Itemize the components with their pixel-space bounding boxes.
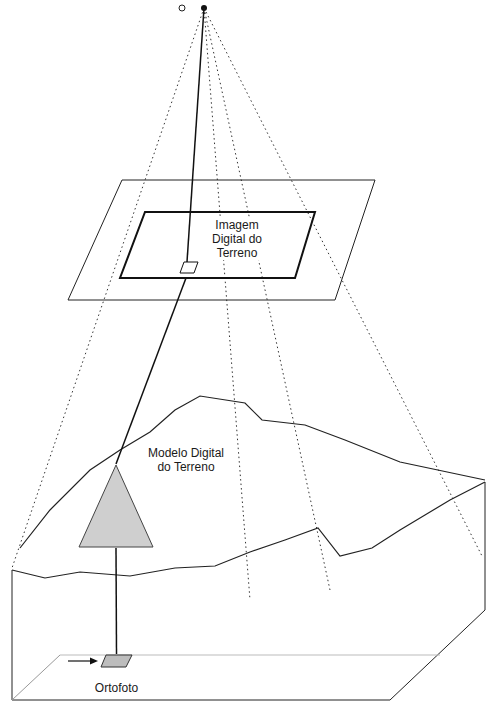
projection-ray [12, 8, 204, 568]
terrain-model-triangle: Modelo Digital do Terreno [78, 464, 154, 548]
image-plane-area: Imagem Digital do Terreno [120, 212, 315, 278]
image-frame [120, 212, 315, 278]
image-plane [68, 180, 375, 300]
block-inner-edge [12, 655, 60, 700]
block-edge [12, 570, 13, 700]
node-label: Imagem Digital do Terreno [200, 218, 274, 260]
terrain-block [12, 482, 485, 700]
projection-connector [115, 548, 117, 654]
orthophoto-pixel: Ortofoto [100, 654, 133, 668]
projection-ray [204, 8, 330, 590]
block-edge [485, 482, 486, 610]
image-pixel [180, 262, 198, 273]
node-label: Ortofoto [80, 681, 153, 695]
terrain-ridge [20, 396, 485, 548]
node-label: Modelo Digital do Terreno [140, 446, 232, 474]
projection-ray [204, 8, 250, 600]
projection-rays [12, 8, 482, 600]
projection-ray [204, 8, 482, 556]
orthophoto-pixel-outline [100, 654, 133, 668]
pointer-arrowhead [90, 658, 98, 665]
projection-centre-open [179, 5, 185, 11]
ortho-pixel-shape [101, 655, 132, 667]
terrain-triangle [79, 465, 153, 547]
terrain-profile [12, 482, 485, 578]
terrain-model-triangle-outline [78, 464, 154, 548]
projection-connector [116, 278, 186, 464]
pointer-arrow [68, 660, 92, 661]
block-edge [12, 700, 390, 701]
